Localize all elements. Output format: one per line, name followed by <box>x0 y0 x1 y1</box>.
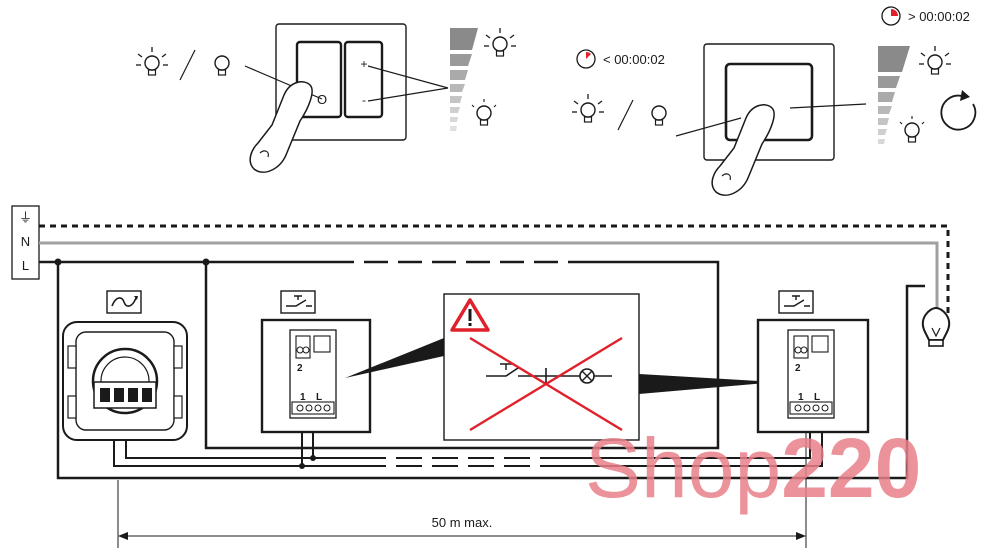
earth-wire <box>39 224 950 316</box>
module-left-termL: L <box>316 392 322 403</box>
long-press-time: > 00:00:02 <box>908 9 970 24</box>
neutral-wire <box>39 241 939 318</box>
incorrect-wiring-symbol <box>486 363 612 384</box>
bulb-bright-icon <box>484 28 516 57</box>
dimmer-illustration: O + - <box>136 23 516 173</box>
cycle-arrow-icon <box>940 90 977 131</box>
watermark-suffix: 220 <box>781 421 921 515</box>
warning-box <box>345 293 777 441</box>
cross-out-icon <box>469 336 623 432</box>
distance-dimension: 50 m max. <box>117 432 807 548</box>
pointer-line <box>367 65 449 89</box>
push-button-module-right: 2 1 L <box>756 318 870 434</box>
dimmer-key-plus-label: + <box>360 57 367 71</box>
pointer-line <box>367 87 449 102</box>
bulb-dim-icon <box>471 99 497 126</box>
warning-icon <box>450 298 490 332</box>
dimmer-mechanism <box>62 321 188 441</box>
module-left-term2: 2 <box>297 363 303 374</box>
short-press-time: < 00:00:02 <box>603 52 665 67</box>
distance-label: 50 m max. <box>432 515 493 530</box>
hand-icon <box>711 104 775 196</box>
slash-divider <box>179 49 196 81</box>
dimmer-key-minus-label: - <box>362 93 366 107</box>
bulb-dim-icon <box>899 116 925 143</box>
bulb-off-icon <box>214 55 230 76</box>
junction-dot <box>54 258 62 266</box>
dimming-level-bars <box>878 46 910 144</box>
live-feed <box>56 262 925 480</box>
watermark: Shop220 <box>585 421 921 515</box>
supply-terminal: ⏚ N L <box>11 205 40 280</box>
control-wire-break <box>360 456 560 468</box>
module-right-term1: 1 <box>798 392 804 403</box>
pointer-line <box>789 103 867 109</box>
module-right-termL: L <box>814 392 820 403</box>
junction-dot <box>310 455 316 461</box>
lamp-icon <box>921 306 951 347</box>
timer-icon <box>576 49 596 69</box>
bulb-bright-icon <box>919 46 951 75</box>
bulb-off-icon <box>651 105 667 126</box>
bulb-on-icon <box>572 94 604 123</box>
pointer-line <box>675 117 742 137</box>
slash-divider <box>617 99 634 131</box>
bulb-on-icon <box>136 47 168 76</box>
push-button-module-left: 2 1 L <box>260 318 372 434</box>
control-wire-dashed <box>360 457 560 467</box>
junction-dot <box>299 463 305 469</box>
push-button-symbol-icon <box>280 290 316 314</box>
module-left-term1: 1 <box>300 392 306 403</box>
dimmer-key-off-label: O <box>317 92 327 107</box>
terminal-neutral-label: N <box>21 234 30 249</box>
hand-icon <box>249 81 313 173</box>
timer-icon <box>881 6 901 26</box>
push-button-symbol-icon <box>778 290 814 314</box>
junction-dot <box>202 258 210 266</box>
dimmer-symbol-icon <box>106 290 142 314</box>
dimming-level-bars <box>450 28 478 131</box>
push-button-illustration: < 00:00:02 > 00:00:02 <box>572 6 977 196</box>
terminal-earth-label: ⏚ <box>19 210 32 225</box>
module-right-term2: 2 <box>795 363 801 374</box>
watermark-prefix: Shop <box>585 421 781 515</box>
terminal-live-label: L <box>22 258 29 273</box>
dimmer-right-key[interactable] <box>343 40 384 119</box>
